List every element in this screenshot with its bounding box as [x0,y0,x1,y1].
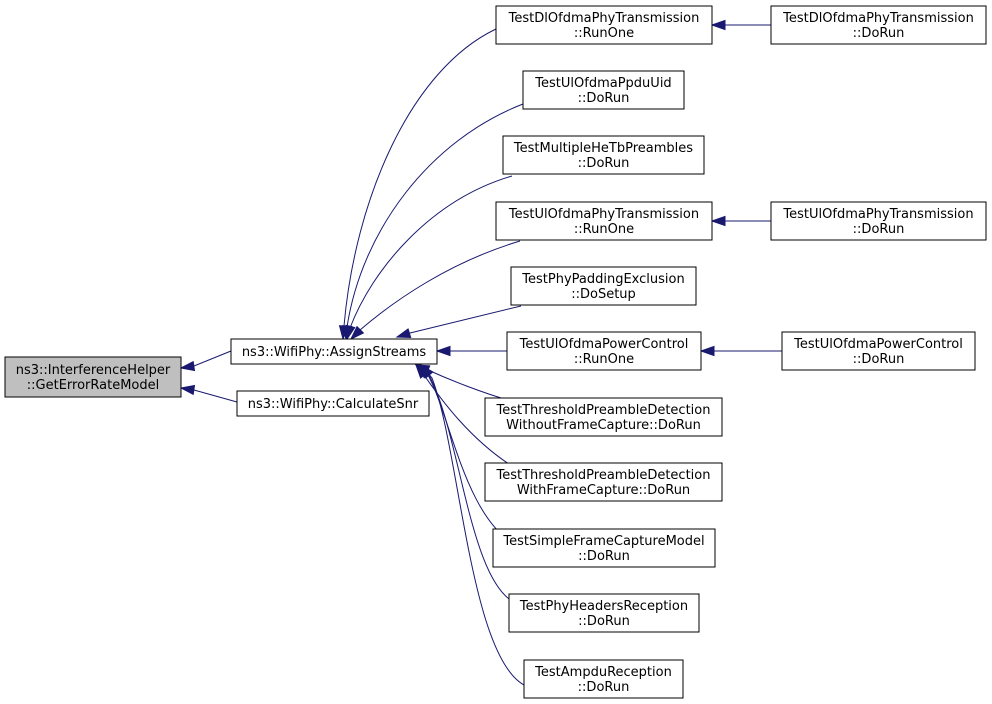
node-box [522,70,685,110]
node-box [495,201,713,241]
arrow-head-icon [395,328,412,339]
node-assign[interactable]: ns3::WifiPhy::AssignStreams [230,338,438,365]
edge-line [345,103,524,340]
node-label-line: ::DoRun [578,614,630,629]
edge-multihe-to-assign [345,175,513,341]
edge-uldorun-to-ulrunone [710,215,771,227]
node-label-line: WithFrameCapture::DoRun [517,483,690,498]
node-multihe[interactable]: TestMultipleHeTbPreambles::DoRun [502,135,705,175]
arrow-head-icon [179,360,196,372]
node-label-line: TestMultipleHeTbPreambles [513,141,693,156]
node-label-line: TestPhyHeadersReception [519,599,688,614]
edge-line [350,240,521,340]
node-box [484,462,723,502]
node-label-line: ::DoRun [853,26,905,41]
arrow-head-icon [179,384,196,396]
node-label-line: ::DoRun [578,549,630,564]
edge-ulrunone-to-assign [349,240,521,341]
edge-line [396,305,522,338]
node-simplefc[interactable]: TestSimpleFrameCaptureModel::DoRun [492,528,716,568]
edge-line [346,175,513,340]
node-label-line: ::GetErrorRateModel [27,378,159,393]
node-box [4,356,182,398]
node-label-line: ::DoRun [578,680,630,695]
node-box [523,659,684,699]
edge-ampdu-to-assign [420,363,527,687]
node-label-line: ::DoRun [853,352,905,367]
node-thrwo[interactable]: TestThresholdPreambleDetectionWithoutFra… [484,397,723,437]
node-label-line: ::DoRun [578,91,630,106]
edge-dlrunone-to-assign [338,28,497,341]
node-box [230,338,438,365]
node-calcsnr[interactable]: ns3::WifiPhy::CalculateSnr [236,390,430,417]
node-box [770,5,987,45]
edge-dldorun-to-dlrunone [710,19,771,31]
node-box [502,135,705,175]
edge-line [417,364,521,549]
node-label-line: TestUlOfdmaPpduUid [534,76,671,91]
node-label-line: ::RunOne [574,352,634,367]
edge-assign-to-focus [179,350,232,372]
node-box [484,397,723,437]
node-box [236,390,430,417]
node-label-line: WithoutFrameCapture::DoRun [506,418,701,433]
node-box [492,528,716,568]
node-box [508,593,700,633]
arrow-head-icon [435,345,451,357]
arrow-head-icon [349,325,365,341]
arrow-head-icon [710,215,726,227]
arrow-head-icon [420,363,434,379]
node-label-line: ::RunOne [574,222,634,237]
node-label-line: TestUlOfdmaPowerControl [519,337,689,352]
node-label-line: ns3::WifiPhy::AssignStreams [242,345,427,360]
node-ppduuid[interactable]: TestUlOfdmaPpduUid::DoRun [522,70,685,110]
edge-pcdorun-to-pcrunone [699,345,782,357]
node-pcrunone[interactable]: TestUlOfdmaPowerControl::RunOne [506,331,702,371]
node-ulrunone[interactable]: TestUlOfdmaPhyTransmission::RunOne [495,201,713,241]
node-thrw[interactable]: TestThresholdPreambleDetectionWithFrameC… [484,462,723,502]
node-label-line: TestThresholdPreambleDetection [496,403,711,418]
node-label-line: TestDlOfdmaPhyTransmission [508,11,700,26]
node-box [506,331,702,371]
node-label-line: TestUlOfdmaPowerControl [793,337,963,352]
edge-pcrunone-to-assign [435,345,507,357]
node-label-line: TestDlOfdmaPhyTransmission [782,11,974,26]
node-label-line: ::DoRun [853,222,905,237]
node-box [510,266,697,306]
edge-padding-to-assign [395,305,522,339]
node-dlrunone[interactable]: TestDlOfdmaPhyTransmission::RunOne [495,5,713,45]
node-ampdu[interactable]: TestAmpduReception::DoRun [523,659,684,699]
node-box [781,331,976,371]
edge-simplefc-to-assign [416,363,521,549]
edge-line [420,364,527,687]
node-label-line: TestPhyPaddingExclusion [521,272,684,287]
node-headers[interactable]: TestPhyHeadersReception::DoRun [508,593,700,633]
nodes: ns3::InterferenceHelper::GetErrorRateMod… [4,5,987,699]
node-label-line: ns3::InterferenceHelper [16,363,171,378]
node-box [495,5,713,45]
arrow-head-icon [345,324,356,341]
node-dldorun[interactable]: TestDlOfdmaPhyTransmission::DoRun [770,5,987,45]
node-label-line: ::DoRun [578,156,630,171]
edge-line [342,28,497,340]
node-label-line: TestThresholdPreambleDetection [496,468,711,483]
node-box [770,201,987,241]
node-label-line: ns3::WifiPhy::CalculateSnr [248,397,419,412]
arrow-head-icon [710,19,726,31]
node-padding[interactable]: TestPhyPaddingExclusion::DoSetup [510,266,697,306]
arrow-head-icon [699,345,715,357]
node-label-line: TestSimpleFrameCaptureModel [502,534,704,549]
node-label-line: ::DoSetup [571,287,636,302]
node-label-line: TestUlOfdmaPhyTransmission [782,207,973,222]
node-label-line: ::RunOne [574,26,634,41]
node-label-line: TestUlOfdmaPhyTransmission [508,207,699,222]
edge-calcsnr-to-focus [179,384,238,403]
node-uldorun[interactable]: TestUlOfdmaPhyTransmission::DoRun [770,201,987,241]
node-pcdorun[interactable]: TestUlOfdmaPowerControl::DoRun [781,331,976,371]
node-focus: ns3::InterferenceHelper::GetErrorRateMod… [4,356,182,398]
edges [179,19,782,687]
node-label-line: TestAmpduReception [534,665,672,680]
